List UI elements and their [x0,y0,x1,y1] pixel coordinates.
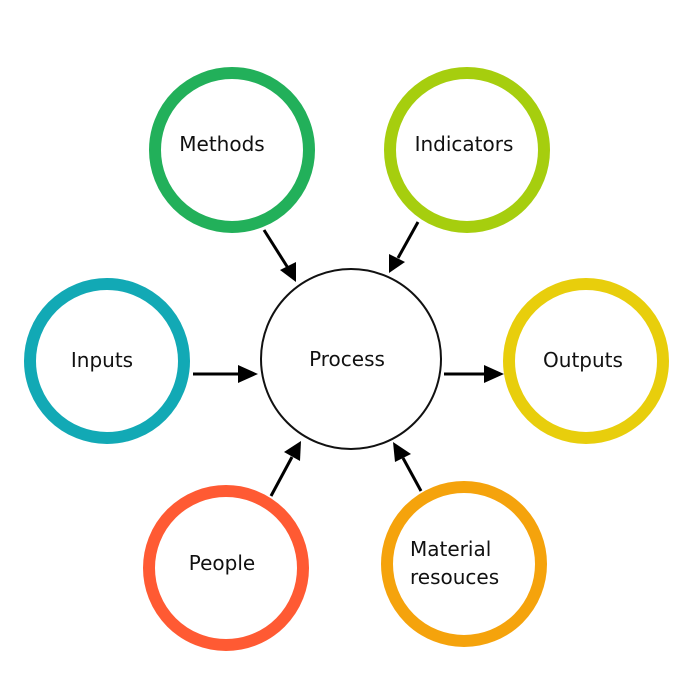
arrow-process-to-outputs [444,365,504,383]
process-circle [260,268,442,450]
outputs-label: Outputs [543,348,623,372]
material-label-line1: Material [410,537,492,561]
people-label: People [188,551,256,575]
material-label-line2: resouces [410,565,500,589]
process-label: Process [309,347,385,371]
arrow-indicators-to-process [389,221,420,273]
inputs-label: Inputs [70,348,134,372]
arrow-material-to-process [393,442,423,492]
arrow-people-to-process [269,441,301,497]
arrow-methods-to-process [262,229,296,282]
methods-label: Methods [179,132,265,156]
arrow-inputs-to-process [193,365,258,383]
indicators-label: Indicators [414,132,514,156]
